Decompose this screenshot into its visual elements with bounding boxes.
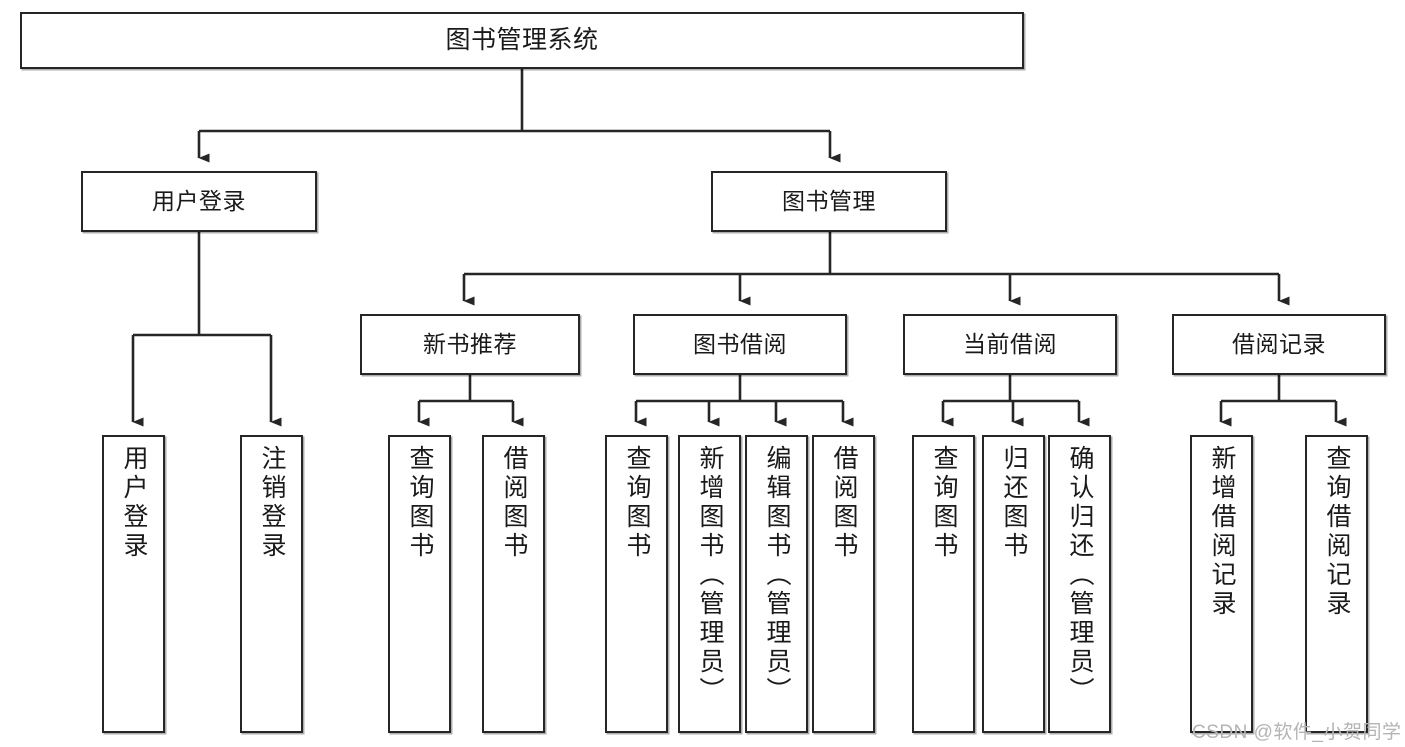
leaf-query-book-newbook[interactable]: 查询图书	[388, 435, 451, 733]
node-root-system-label: 图书管理系统	[445, 25, 599, 54]
node-new-book-recommend[interactable]: 新书推荐	[360, 314, 580, 375]
node-borrow-record[interactable]: 借阅记录	[1172, 314, 1386, 375]
node-current-borrow-label: 当前借阅	[963, 331, 1057, 358]
node-root-system[interactable]: 图书管理系统	[20, 12, 1024, 69]
leaf-return-book[interactable]: 归还图书	[982, 435, 1045, 733]
leaf-query-borrow-record-label: 查询借阅记录	[1323, 445, 1351, 619]
csdn-watermark: CSDN @软件_小贺同学	[1192, 722, 1402, 743]
node-book-borrow[interactable]: 图书借阅	[633, 314, 847, 375]
leaf-add-borrow-record[interactable]: 新增借阅记录	[1190, 435, 1253, 733]
leaf-add-borrow-record-label: 新增借阅记录	[1208, 445, 1236, 619]
leaf-query-book-current-label: 查询图书	[930, 445, 958, 561]
leaf-query-book-borrow-label: 查询图书	[623, 445, 651, 561]
leaf-add-book-admin-label: 新增图书（管理员）	[696, 445, 724, 706]
node-user-login-label: 用户登录	[152, 188, 246, 215]
leaf-confirm-return-admin-label: 确认归还（管理员）	[1066, 445, 1094, 706]
leaf-confirm-return-admin[interactable]: 确认归还（管理员）	[1048, 435, 1111, 733]
leaf-query-borrow-record[interactable]: 查询借阅记录	[1305, 435, 1368, 733]
node-user-login[interactable]: 用户登录	[81, 171, 317, 232]
leaf-borrow-book[interactable]: 借阅图书	[812, 435, 875, 733]
leaf-add-book-admin[interactable]: 新增图书（管理员）	[678, 435, 741, 733]
leaf-edit-book-admin[interactable]: 编辑图书（管理员）	[745, 435, 808, 733]
leaf-borrow-book-newbook[interactable]: 借阅图书	[482, 435, 545, 733]
leaf-borrow-book-newbook-label: 借阅图书	[500, 445, 528, 561]
node-book-borrow-label: 图书借阅	[693, 331, 787, 358]
node-book-management[interactable]: 图书管理	[711, 171, 947, 232]
node-borrow-record-label: 借阅记录	[1232, 331, 1326, 358]
leaf-logout[interactable]: 注销登录	[240, 435, 303, 733]
leaf-query-book-newbook-label: 查询图书	[406, 445, 434, 561]
node-book-management-label: 图书管理	[782, 188, 876, 215]
leaf-query-book-borrow[interactable]: 查询图书	[605, 435, 668, 733]
node-current-borrow[interactable]: 当前借阅	[903, 314, 1117, 375]
leaf-logout-label: 注销登录	[258, 445, 286, 561]
leaf-user-login-label: 用户登录	[120, 445, 148, 561]
leaf-edit-book-admin-label: 编辑图书（管理员）	[763, 445, 791, 706]
leaf-borrow-book-label: 借阅图书	[830, 445, 858, 561]
node-new-book-recommend-label: 新书推荐	[423, 331, 517, 358]
leaf-user-login[interactable]: 用户登录	[102, 435, 165, 733]
leaf-return-book-label: 归还图书	[1000, 445, 1028, 561]
leaf-query-book-current[interactable]: 查询图书	[912, 435, 975, 733]
